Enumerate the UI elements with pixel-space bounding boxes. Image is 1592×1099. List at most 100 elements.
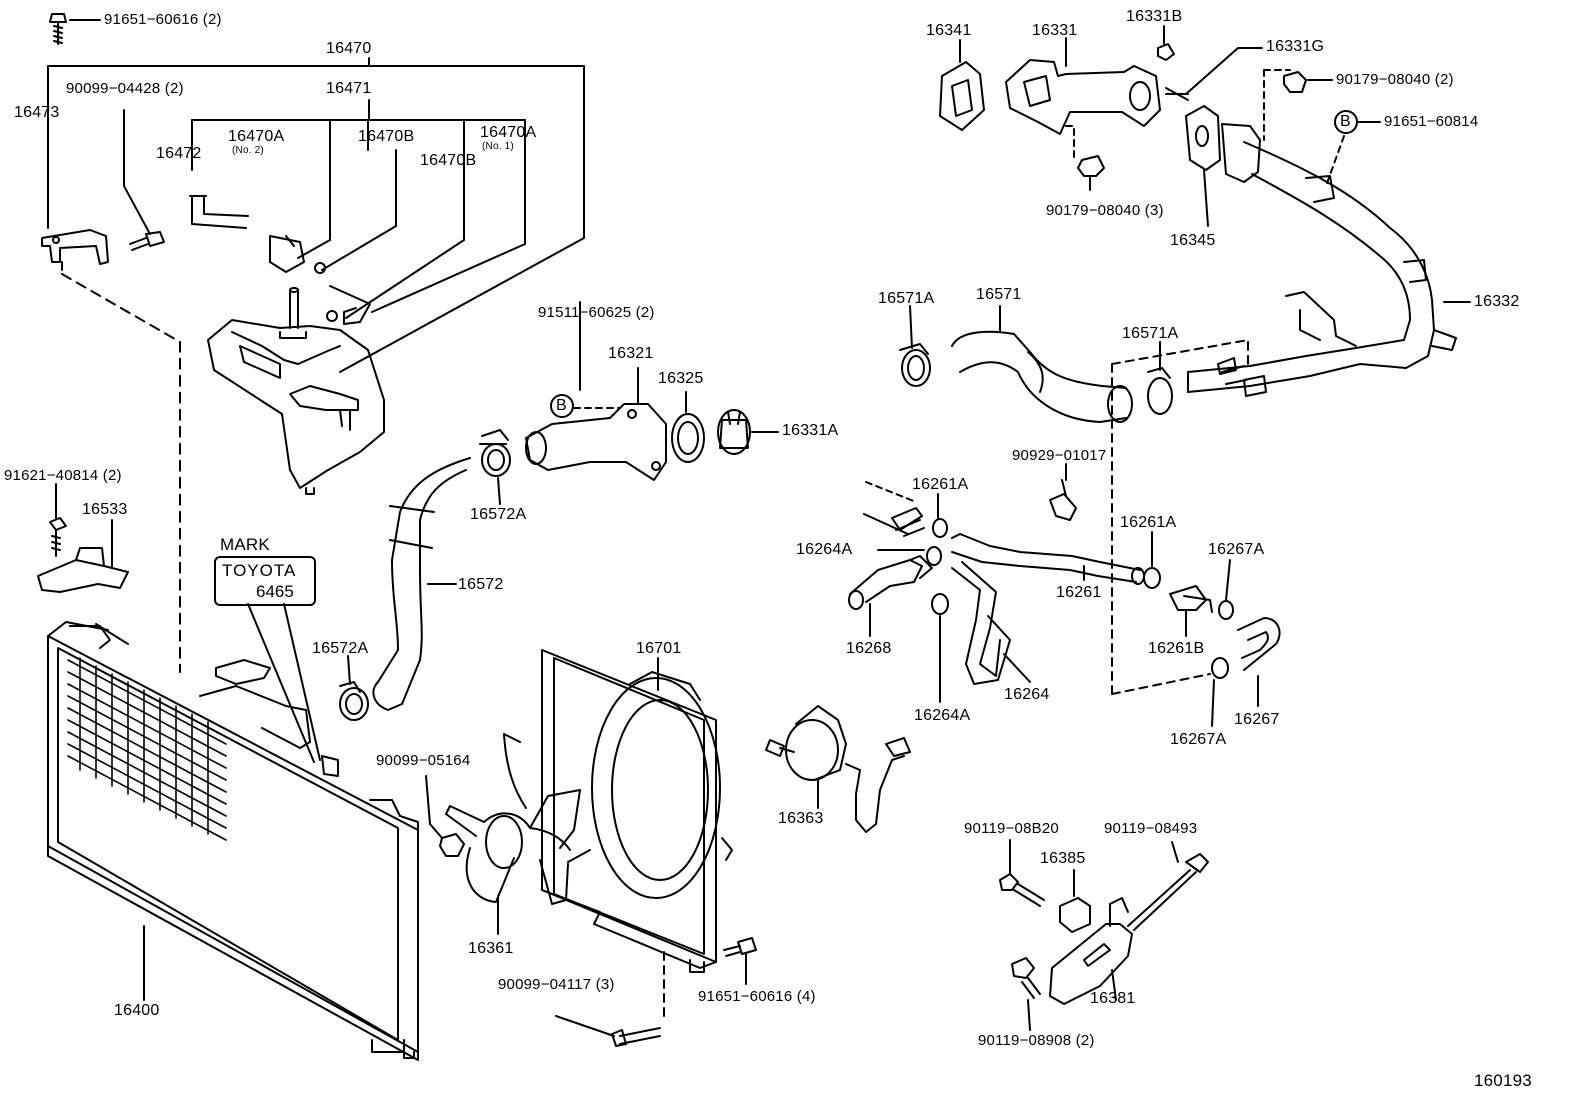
callout-circle <box>551 395 573 417</box>
fan-shroud-16701 <box>542 650 732 972</box>
mark-line1: TOYOTA <box>222 561 297 580</box>
part-label-note: (No. 1) <box>482 141 514 152</box>
bracket-16533 <box>38 520 128 592</box>
pipe-16331 <box>1006 60 1160 134</box>
part-label: 90179−08040 (2) <box>1336 71 1454 88</box>
cap-16470A-no2 <box>270 236 304 272</box>
part-label: 16701 <box>636 640 682 657</box>
bolt-90099-04117 <box>612 1028 660 1046</box>
part-label: 16470A <box>228 128 285 145</box>
radiator-16400 <box>48 622 418 1060</box>
diagram-id: 160193 <box>1474 1071 1532 1090</box>
bolt-91651-60616 <box>50 14 66 44</box>
bolt-90119-08493 <box>1128 854 1208 930</box>
clamp-16264A-upper <box>927 547 941 565</box>
gasket-16325 <box>672 414 704 462</box>
part-label: 16470 <box>326 40 372 57</box>
part-label: 16264 <box>1004 686 1050 703</box>
callout-letter: B <box>1340 113 1351 130</box>
pipe-16261A-connector <box>892 508 924 536</box>
part-label: 16332 <box>1474 293 1520 310</box>
clamp-16264A-lower <box>932 594 948 614</box>
gasket-16341 <box>940 62 984 130</box>
fan-motor-16363 <box>766 706 910 832</box>
part-label: 16470B <box>420 152 477 169</box>
part-label: 90119−08908 (2) <box>978 1032 1095 1049</box>
part-label: 16261A <box>912 476 969 493</box>
part-label: 91621−40814 (2) <box>4 467 122 484</box>
reservoir-tank <box>208 288 384 494</box>
part-label: 90099−04428 (2) <box>66 80 184 97</box>
bracket-16381 <box>1050 898 1132 1004</box>
part-label: 16261B <box>1148 640 1205 657</box>
cushion-16385 <box>1060 898 1090 932</box>
part-label: 16400 <box>114 1002 160 1019</box>
part-label: 16572A <box>470 506 527 523</box>
clamp-16261A-right <box>1144 568 1160 588</box>
part-label: 16571 <box>976 286 1022 303</box>
nut-90099-05164 <box>440 834 464 856</box>
bolt-91651-60616-4 <box>724 938 756 956</box>
part-label: 16341 <box>926 22 972 39</box>
hose-16267 <box>1238 618 1280 670</box>
gasket-16345 <box>1186 106 1220 170</box>
part-label: 16471 <box>326 80 372 97</box>
part-label: 16267A <box>1170 731 1227 748</box>
part-label: 16321 <box>608 345 654 362</box>
bolt-90119-08B20 <box>1000 874 1044 906</box>
part-label: 16264A <box>914 707 971 724</box>
part-label: 16264A <box>796 541 853 558</box>
hose-16571 <box>952 332 1132 422</box>
part-label: 16331B <box>1126 8 1183 25</box>
pipe-16332 <box>1188 124 1456 396</box>
callout-circle <box>1335 111 1357 133</box>
part-label: 16571A <box>878 290 935 307</box>
part-label: 16261 <box>1056 584 1102 601</box>
clamp-16572A-lower <box>340 682 368 720</box>
mark-box: TOYOTA 6465 <box>214 556 316 606</box>
part-label: 16361 <box>468 940 514 957</box>
part-label: 90929−01017 <box>1012 447 1107 464</box>
hose-16264 <box>952 562 1010 684</box>
part-label: 16331G <box>1266 38 1325 55</box>
part-label: 16261A <box>1120 514 1177 531</box>
part-label: 16470B <box>358 128 415 145</box>
clamp-16571A-right <box>1148 368 1172 414</box>
sensor-90929-01017 <box>1050 480 1076 520</box>
clamp-16572A-upper <box>480 430 510 476</box>
part-label: 90119−08493 <box>1104 820 1198 837</box>
hose-16472 <box>192 196 248 228</box>
part-label: 16533 <box>82 501 128 518</box>
bracket-16473 <box>42 230 108 264</box>
water-outlet-16321 <box>526 404 666 480</box>
thermostat-16331A <box>718 410 750 454</box>
part-label: 16572A <box>312 640 369 657</box>
part-label: 16331A <box>782 422 839 439</box>
part-label: 90099−05164 <box>376 752 471 769</box>
mark-line2: 6465 <box>256 582 294 601</box>
part-label: 90179−08040 (3) <box>1046 202 1164 219</box>
part-label-note: (No. 2) <box>232 145 264 156</box>
part-label: 16571A <box>1122 325 1179 342</box>
part-label: 16473 <box>14 104 60 121</box>
part-label: 91511−60625 (2) <box>538 304 655 321</box>
part-label: 91651−60814 <box>1384 113 1479 130</box>
leader-16470 <box>48 58 584 372</box>
part-label: 91651−60616 (2) <box>104 11 222 28</box>
hose-16268 <box>849 556 932 609</box>
callout-letter: B <box>556 397 567 414</box>
part-label: 16572 <box>458 576 504 593</box>
part-label: 90119−08B20 <box>964 820 1059 837</box>
part-label: 16381 <box>1090 990 1136 1007</box>
part-label: 16470A <box>480 124 537 141</box>
union-16261B <box>1170 586 1212 612</box>
bolt-90099-04428 <box>130 232 164 250</box>
clamp-16571A-left <box>900 344 930 386</box>
fan-16361 <box>446 734 590 904</box>
part-label: 16268 <box>846 640 892 657</box>
clamp-16267A-lower <box>1212 658 1228 678</box>
part-label: 16331 <box>1032 22 1078 39</box>
part-label: 16267A <box>1208 541 1265 558</box>
part-label: 16345 <box>1170 232 1216 249</box>
